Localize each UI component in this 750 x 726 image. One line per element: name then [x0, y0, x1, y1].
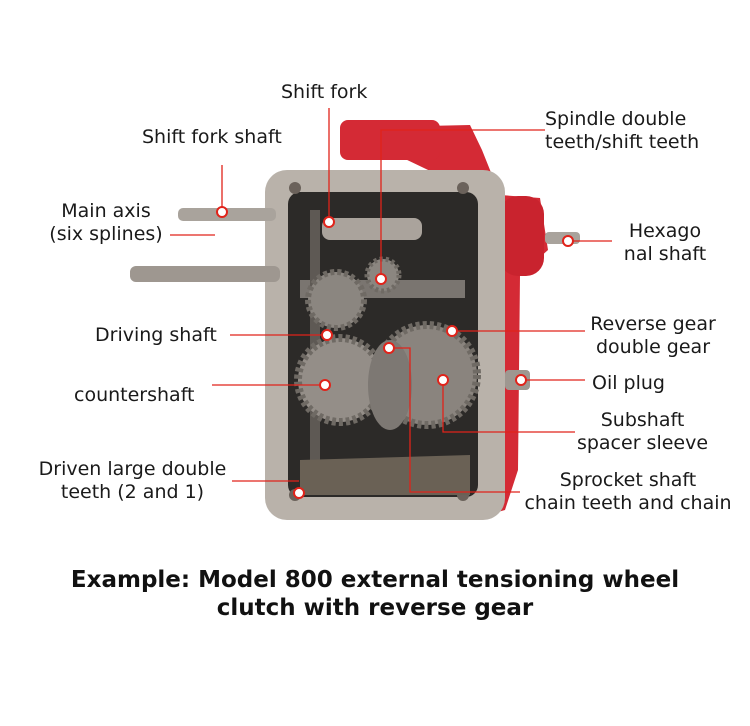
leader-sprocket-shaft	[391, 347, 520, 493]
dot-driving-shaft	[321, 329, 333, 341]
internal-gears	[294, 210, 481, 495]
label-main-axis: Main axis (six splines)	[46, 200, 166, 246]
dot-subshaft-spacer	[437, 374, 449, 386]
label-driven-line-2: teeth (2 and 1)	[60, 481, 205, 503]
label-driven-line-1: Driven large double	[38, 458, 227, 480]
leader-subshaft-spacer	[442, 380, 575, 433]
dot-shift-fork	[323, 216, 335, 228]
caption-line-2: clutch with reverse gear	[216, 595, 534, 621]
label-subshaft-spacer: Subshaft spacer sleeve	[570, 409, 715, 455]
label-hexagonal-line-2: nal shaft	[623, 243, 707, 265]
label-reverse-gear: Reverse gear double gear	[583, 313, 723, 359]
caption: Example: Model 800 external tensioning w…	[0, 566, 750, 622]
label-spindle-line-2: teeth/shift teeth	[545, 131, 700, 153]
dot-countershaft	[319, 379, 331, 391]
label-oil-plug: Oil plug	[592, 372, 665, 394]
label-spindle-double-teeth: Spindle double teeth/shift teeth	[545, 108, 699, 154]
label-spindle-line-1: Spindle double	[545, 108, 687, 130]
label-sprocket-line-1: Sprocket shaft	[559, 469, 697, 491]
label-hexagonal-line-1: Hexago	[628, 220, 702, 242]
dot-reverse-gear	[446, 325, 458, 337]
leader-dots	[216, 206, 574, 499]
label-reverse-line-2: double gear	[596, 336, 710, 358]
label-sprocket-shaft: Sprocket shaft chain teeth and chain	[514, 469, 742, 515]
label-hexagonal-shaft: Hexago nal shaft	[610, 220, 720, 266]
label-main-axis-line-1: Main axis	[61, 200, 151, 222]
dot-shift-fork-shaft	[216, 206, 228, 218]
dot-hexagonal-shaft	[562, 235, 574, 247]
label-countershaft: countershaft	[74, 384, 195, 406]
dot-driven-large	[293, 487, 305, 499]
label-sprocket-line-2: chain teeth and chain	[524, 492, 732, 514]
label-subshaft-line-2: spacer sleeve	[576, 432, 709, 454]
caption-line-1: Example: Model 800 external tensioning w…	[70, 567, 680, 593]
label-reverse-line-1: Reverse gear	[590, 313, 716, 335]
label-shift-fork-shaft: Shift fork shaft	[142, 126, 282, 148]
label-subshaft-line-1: Subshaft	[600, 409, 685, 431]
leader-spindle-double-teeth	[380, 129, 545, 275]
label-shift-fork: Shift fork	[281, 81, 368, 103]
label-main-axis-line-2: (six splines)	[49, 223, 163, 245]
dot-spindle-double-teeth	[375, 273, 387, 285]
label-driving-shaft: Driving shaft	[95, 324, 217, 346]
dot-oil-plug	[515, 374, 527, 386]
dot-sprocket-shaft	[383, 342, 395, 354]
label-driven-large-double-teeth: Driven large double teeth (2 and 1)	[20, 458, 245, 504]
leader-lines	[170, 108, 612, 493]
